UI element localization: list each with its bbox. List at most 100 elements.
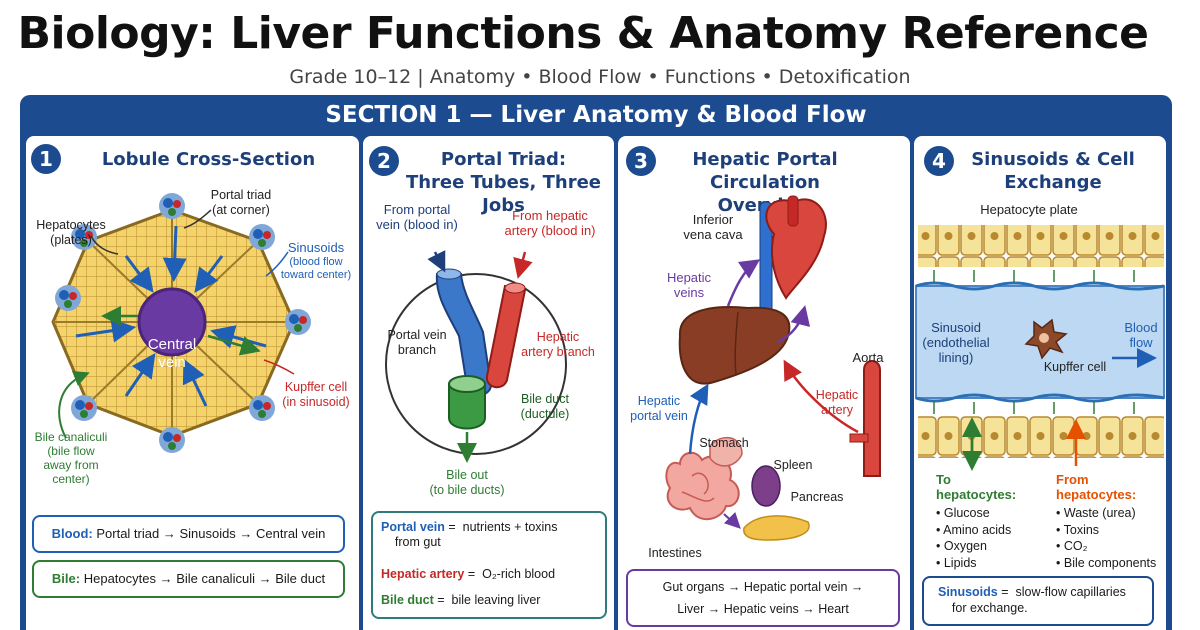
triad-diagram — [385, 250, 567, 463]
label-central-vein: Central vein — [147, 336, 197, 371]
label-intestines: Intestines — [648, 546, 702, 560]
from-hepatocytes-list: • Waste (urea) • Toxins • CO₂ • Bile com… — [1056, 505, 1166, 571]
label-blood-flow: Blood flow — [1124, 320, 1158, 350]
legend-row-hepatic-artery: Hepatic artery = O₂-rich blood — [381, 565, 601, 583]
hepatic-artery-tube — [485, 284, 527, 389]
aorta — [849, 360, 881, 477]
summary-line-1: Gut organs → Hepatic portal vein → — [662, 580, 864, 594]
list-item: • CO₂ — [1056, 539, 1088, 553]
label-hepatic-artery-branch: Hepatic artery branch — [521, 330, 595, 359]
panel-number: 4 — [924, 146, 954, 176]
panel-title: Sinusoids & Cell Exchange — [971, 149, 1135, 193]
list-item-text: Lipids — [943, 555, 977, 570]
panel-portal-circulation: 3 Hepatic Portal Circulation Overview In… — [618, 136, 910, 630]
from-hepatocytes-title: From hepatocytes: — [1056, 472, 1137, 502]
legend-def: = bile leaving liver — [437, 593, 541, 607]
flow-blood-text: Portal triad → Sinusoids → Central vein — [96, 526, 326, 541]
hepatocyte-plate-bottom — [918, 416, 1164, 458]
label-sinusoid: Sinusoid (endothelial lining) — [922, 320, 990, 365]
legend-def: = O₂-rich blood — [467, 567, 556, 581]
circulation-diagram — [665, 195, 881, 541]
list-item-text: CO₂ — [1063, 539, 1088, 553]
list-item-text: Oxygen — [943, 539, 987, 553]
label-hepatic-veins: Hepatic veins — [666, 270, 712, 300]
page-subtitle: Grade 10–12 | Anatomy • Blood Flow • Fun… — [289, 66, 911, 88]
flow-bile-text: Hepatocytes → Bile canaliculi → Bile duc… — [83, 571, 326, 586]
intestines — [665, 451, 740, 520]
label-portal-vein-branch: Portal vein branch — [387, 328, 447, 357]
panel-number: 3 — [626, 146, 656, 176]
summary-line-2: Liver → Hepatic veins → Heart — [677, 602, 849, 616]
list-item: • Lipids — [936, 555, 977, 570]
page-title: Biology: Liver Functions & Anatomy Refer… — [17, 8, 1149, 59]
sinusoid-note: Sinusoids = slow-flow capillaries for ex… — [938, 584, 1148, 616]
label-bile-out: Bile out (to bile ducts) — [429, 468, 505, 497]
list-item-text: Toxins — [1063, 522, 1100, 537]
sinusoid-note-box: Sinusoids = slow-flow capillaries for ex… — [922, 576, 1154, 626]
stomach — [709, 436, 743, 467]
flow-blood-label: Blood: — [51, 526, 93, 541]
label-sinusoids: Sinusoids — [287, 240, 345, 255]
note-term: Sinusoids — [938, 585, 998, 599]
legend-term: Bile duct — [381, 593, 434, 607]
panel-title: Lobule Cross-Section — [101, 149, 316, 170]
legend-term: Portal vein — [381, 520, 445, 534]
sinusoid-diagram — [915, 225, 1165, 471]
central-vein — [137, 287, 207, 357]
legend-def: = nutrients + toxins from gut — [394, 520, 558, 549]
liver — [678, 306, 791, 385]
to-hepatocytes-list: • Glucose • Amino acids • Oxygen • Lipid… — [936, 505, 1046, 571]
section-header: SECTION 1 — Liver Anatomy & Blood Flow — [20, 95, 1172, 135]
pancreas — [743, 515, 810, 541]
label-kupffer-cell: Kupffer cell (in sinusoid) — [282, 380, 350, 409]
list-item: • Waste (urea) — [1056, 506, 1136, 520]
label-aorta: Aorta — [852, 350, 884, 365]
list-item-text: Waste (urea) — [1063, 506, 1136, 520]
label-bile-canaliculi: Bile canaliculi (bile flow away from cen… — [34, 430, 108, 486]
flow-bile-label: Bile: — [51, 571, 81, 586]
lobule-diagram — [51, 193, 311, 453]
list-item: • Bile components — [1056, 555, 1157, 570]
panel-number: 1 — [31, 144, 61, 174]
flow-box-bile: Bile: Hepatocytes → Bile canaliculi → Bi… — [32, 560, 345, 598]
label-spleen: Spleen — [773, 458, 813, 472]
triad-legend-box: Portal vein = nutrients + toxins from gu… — [371, 511, 607, 619]
label-hepatocytes: Hepatocytes (plates) — [36, 218, 106, 247]
label-sinusoids-note: (blood flow toward center) — [280, 256, 352, 281]
legend-row-bile-duct: Bile duct = bile leaving liver — [381, 591, 601, 609]
list-item: • Amino acids — [936, 522, 1012, 537]
portal-triads — [55, 193, 311, 453]
note-text: = slow-flow capillaries for exchange. — [951, 585, 1126, 615]
label-hepatic-portal-vein: Hepatic portal vein — [630, 394, 688, 423]
list-item-text: Bile components — [1063, 555, 1157, 570]
legend-term: Hepatic artery — [381, 567, 465, 581]
legend-row-portal-vein: Portal vein = nutrients + toxins from gu… — [381, 520, 601, 550]
label-kupffer-cell: Kupffer cell — [1043, 360, 1107, 374]
circulation-summary-box: Gut organs → Hepatic portal vein → Liver… — [626, 569, 900, 627]
panel-title: Portal Triad: Three Tubes, Three Jobs — [405, 149, 602, 216]
label-bile-duct: Bile duct (ductule) — [520, 392, 570, 421]
list-item-text: Glucose — [943, 506, 990, 520]
label-portal-triad: Portal triad (at corner) — [210, 188, 272, 217]
label-from-portal-vein: From portal vein (blood in) — [376, 202, 458, 232]
label-from-hepatic-artery: From hepatic artery (blood in) — [504, 208, 596, 238]
label-inferior-vena-cava: Inferior vena cava — [683, 212, 743, 242]
list-item: • Toxins — [1056, 522, 1100, 537]
label-pancreas: Pancreas — [790, 490, 844, 504]
panel-lobule: 1 Lobule Cross-Section — [26, 136, 359, 630]
panel-number: 2 — [369, 146, 399, 176]
label-hepatocyte-plate: Hepatocyte plate — [980, 202, 1078, 217]
list-item: • Glucose — [936, 506, 990, 520]
hepatocyte-plate-top — [918, 225, 1164, 267]
spleen — [751, 465, 781, 507]
list-item: • Oxygen — [936, 539, 987, 553]
bile-duct-tube — [448, 383, 486, 430]
flow-box-blood: Blood: Portal triad → Sinusoids → Centra… — [32, 515, 345, 553]
to-hepatocytes-title: To hepatocytes: — [936, 472, 1017, 502]
label-stomach: Stomach — [699, 436, 749, 450]
panel-sinusoids: 4 Sinusoids & Cell Exchange Hepa — [914, 136, 1166, 630]
panel-portal-triad: 2 Portal Triad: Three Tubes, Three Jobs … — [363, 136, 614, 630]
list-item-text: Amino acids — [943, 522, 1012, 537]
label-hepatic-artery: Hepatic artery — [815, 388, 859, 417]
heart — [759, 195, 827, 313]
